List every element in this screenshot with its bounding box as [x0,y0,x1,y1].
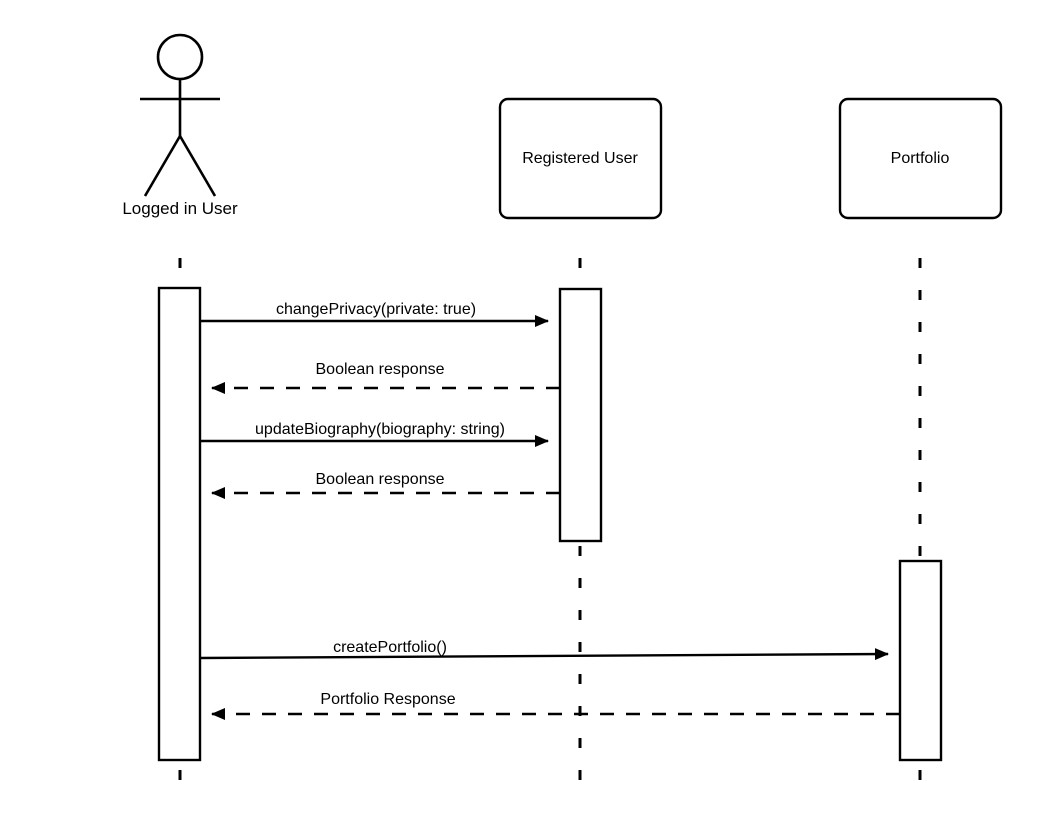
participant-portfolio[interactable]: Portfolio [838,97,1003,220]
message-label-2: Boolean response [316,361,445,378]
participant-box-portfolio[interactable] [838,97,1003,220]
participant-logged-in-user[interactable]: Logged in User [122,33,238,218]
message-label-1: changePrivacy(private: true) [276,301,476,318]
participant-box-registered-user[interactable] [498,97,663,220]
activation-bar-portfolio [898,559,943,762]
message-5-createPortfolio[interactable]: createPortfolio() [199,639,889,661]
message-arrow-5[interactable] [199,648,889,661]
message-1-changePrivacy[interactable]: changePrivacy(private: true) [200,301,549,327]
message-4-boolean-response[interactable]: Boolean response [211,471,560,499]
participant-label-logged-in-user: Logged in User [122,199,238,218]
activation-bar-logged-in-user [157,286,202,762]
activation-bar-registered-user [558,287,603,543]
message-3-updateBiography[interactable]: updateBiography(biography: string) [200,421,549,447]
participant-registered-user[interactable]: Registered User [498,97,663,220]
participant-label-portfolio: Portfolio [891,150,950,167]
participant-label-registered-user: Registered User [522,150,638,167]
message-label-5: createPortfolio() [333,639,447,656]
actor-stick-figure-icon [140,33,220,197]
message-6-portfolio-response[interactable]: Portfolio Response [211,691,900,720]
message-2-boolean-response[interactable]: Boolean response [211,361,560,394]
message-label-4: Boolean response [316,471,445,488]
message-label-3: updateBiography(biography: string) [255,421,505,438]
message-label-6: Portfolio Response [320,691,455,708]
